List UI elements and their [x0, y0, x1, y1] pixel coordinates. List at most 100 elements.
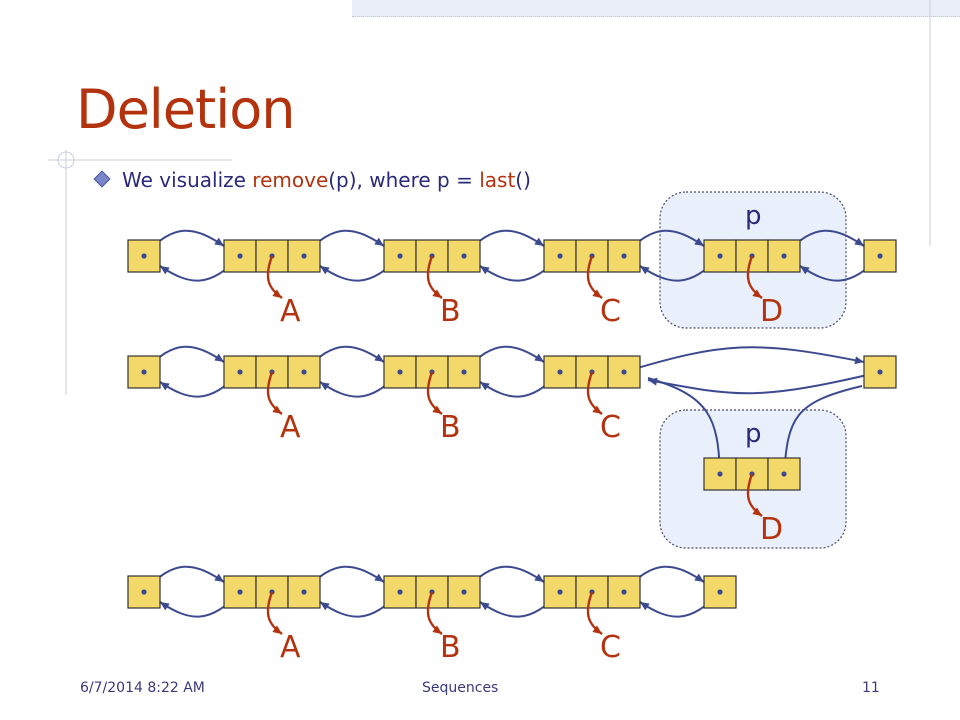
pointer-dot — [621, 253, 627, 259]
pointer-dot — [141, 369, 147, 375]
footer-page-number: 11 — [862, 680, 880, 696]
element-arrowhead — [752, 289, 762, 298]
element-label-A: A — [280, 294, 301, 329]
element-cell — [255, 575, 289, 609]
bullet-diamond-icon — [93, 170, 111, 188]
pointer-dot — [717, 471, 723, 477]
element-arrowhead — [432, 289, 442, 298]
bullet-text: We visualize remove(p), where p = last() — [93, 168, 531, 192]
pointer-dot — [717, 253, 723, 259]
prev-arrowhead — [800, 266, 810, 275]
bullet-prefix: We visualize — [122, 168, 253, 192]
element-arrowhead — [752, 507, 762, 516]
bullet-parens: () — [515, 168, 531, 192]
prev-arrowhead — [160, 602, 170, 611]
list-node-D — [703, 239, 801, 273]
element-label-C: C — [600, 630, 621, 665]
list-node-A — [223, 575, 321, 609]
list-node-A — [223, 355, 321, 389]
pointer-dot — [461, 253, 467, 259]
element-label-D: D — [760, 512, 783, 547]
pointer-dot — [237, 369, 243, 375]
element-arrowhead — [272, 405, 282, 414]
pointer-dot — [877, 369, 883, 375]
element-label-C: C — [600, 410, 621, 445]
next-arrowhead — [694, 573, 704, 582]
pointer-dot — [141, 253, 147, 259]
pointer-dot — [557, 369, 563, 375]
next-arrowhead — [854, 237, 864, 246]
list-node-C — [543, 575, 641, 609]
prev-cell — [543, 355, 577, 389]
pointer-label: p — [745, 201, 762, 231]
element-label-D: D — [760, 294, 783, 329]
prev-arrowhead — [160, 266, 170, 275]
header-sentinel — [127, 239, 161, 273]
corner-decoration — [48, 0, 931, 395]
element-label-B: B — [440, 294, 461, 329]
next-arrowhead — [854, 356, 864, 365]
pointer-dot — [301, 253, 307, 259]
element-label-C: C — [600, 294, 621, 329]
prev-arrowhead — [480, 382, 490, 391]
pointer-dot — [877, 253, 883, 259]
pointer-dot — [397, 253, 403, 259]
pointer-dot — [621, 589, 627, 595]
prev-arrowhead — [480, 266, 490, 275]
slide-title: Deletion — [76, 78, 295, 141]
pointer-dot — [301, 369, 307, 375]
bullet-call: last — [479, 168, 516, 192]
next-cell — [607, 575, 641, 609]
next-arrowhead — [534, 573, 544, 582]
detached-node-D — [703, 457, 801, 491]
element-label-A: A — [280, 410, 301, 445]
next-link — [623, 346, 865, 373]
prev-arrowhead — [640, 602, 650, 611]
detached-next-link — [783, 385, 863, 475]
prev-arrowhead — [320, 382, 330, 391]
bullet-func: remove — [252, 168, 329, 192]
trailer-sentinel — [863, 239, 897, 273]
list-node-B — [383, 239, 481, 273]
pointer-dot — [557, 589, 563, 595]
pointer-dot — [237, 253, 243, 259]
next-arrowhead — [534, 237, 544, 246]
next-arrowhead — [534, 353, 544, 362]
prev-arrowhead — [320, 602, 330, 611]
list-node-B — [383, 355, 481, 389]
pointer-dot — [301, 589, 307, 595]
next-arrowhead — [694, 237, 704, 246]
pointer-dot — [461, 369, 467, 375]
element-label-A: A — [280, 630, 301, 665]
prev-arrowhead — [160, 382, 170, 391]
next-cell — [287, 575, 321, 609]
element-arrowhead — [432, 405, 442, 414]
pointer-label: p — [745, 419, 762, 449]
pointer-dot — [237, 589, 243, 595]
footer-date: 6/7/2014 8:22 AM — [80, 680, 205, 696]
pointer-dot — [717, 589, 723, 595]
next-arrowhead — [214, 573, 224, 582]
next-arrowhead — [214, 353, 224, 362]
element-arrowhead — [272, 625, 282, 634]
header-sentinel — [127, 355, 161, 389]
element-arrowhead — [592, 289, 602, 298]
prev-arrowhead — [480, 602, 490, 611]
prev-arrowhead — [640, 266, 650, 275]
prev-link — [647, 371, 881, 395]
header-sentinel — [127, 575, 161, 609]
next-cell — [767, 457, 801, 491]
element-label-B: B — [440, 410, 461, 445]
element-arrowhead — [272, 289, 282, 298]
pointer-dot — [781, 253, 787, 259]
next-arrowhead — [374, 237, 384, 246]
list-node-B — [383, 575, 481, 609]
element-cell — [735, 239, 769, 273]
element-arrowhead — [592, 625, 602, 634]
footer-section: Sequences — [422, 680, 499, 696]
detached-prev-link — [647, 377, 721, 475]
pointer-dot — [557, 253, 563, 259]
element-arrowhead — [592, 405, 602, 414]
top-decoration-band — [352, 0, 960, 17]
